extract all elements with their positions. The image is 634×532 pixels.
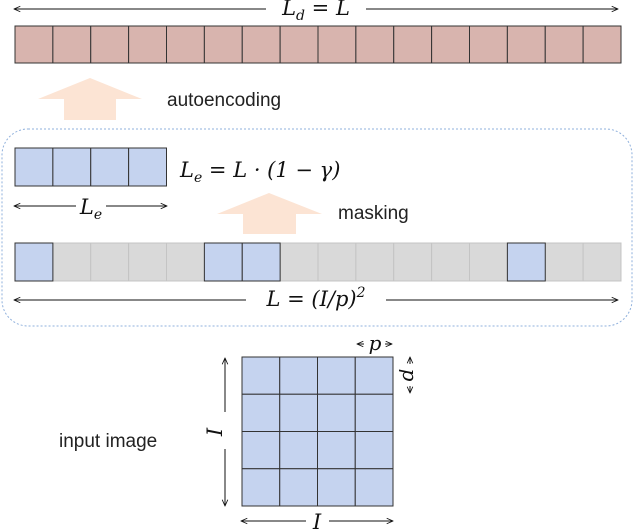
image-patch <box>354 431 394 470</box>
input-length-dimension: L = (I/p)2 <box>14 285 618 311</box>
image-size-dimension-horizontal: I <box>241 510 393 532</box>
up-arrow-icon <box>38 78 142 120</box>
autoencoding-label: autoencoding <box>167 90 281 111</box>
input-length-label: L = (I/p)2 <box>265 285 365 311</box>
visible-patch <box>203 242 243 282</box>
decoded-patch <box>279 25 319 64</box>
decoded-patch <box>90 25 130 64</box>
up-arrow-icon <box>217 193 322 234</box>
input-image-grid <box>241 356 394 507</box>
image-patch <box>241 393 281 432</box>
masked-patch <box>52 242 92 282</box>
masking-label: masking <box>338 203 409 224</box>
masked-patch <box>393 242 433 282</box>
decoded-patch <box>393 25 433 64</box>
decoded-patch <box>166 25 205 64</box>
visible-patch <box>506 242 546 282</box>
encoder-region <box>1 128 633 327</box>
input-image-label: input image <box>59 431 157 452</box>
decoded-patch <box>431 25 470 64</box>
image-patch <box>241 468 281 507</box>
image-size-dimension-vertical: I <box>203 358 227 506</box>
decoded-patch <box>469 25 508 64</box>
visible-formula: Le = L · (1 − γ) <box>179 158 340 186</box>
decoded-patch-row <box>14 25 622 64</box>
image-patch <box>279 356 318 395</box>
decoded-length-dimension: Ld = L <box>14 0 618 24</box>
decoded-patch <box>582 25 622 64</box>
image-patch <box>279 393 318 432</box>
patch-size-dimension-horizontal: p <box>357 331 392 355</box>
masked-patch <box>544 242 584 282</box>
masked-patch <box>469 242 508 282</box>
decoded-patch <box>317 25 357 64</box>
visible-patch <box>128 147 167 187</box>
masked-patch <box>355 242 395 282</box>
masked-patch <box>279 242 319 282</box>
visible-patch <box>52 147 92 187</box>
visible-patch <box>14 147 54 187</box>
decoded-patch <box>544 25 584 64</box>
visible-length-label: Le <box>79 195 102 223</box>
decoded-patch <box>203 25 243 64</box>
image-patch <box>241 356 281 395</box>
image-patch <box>279 431 318 470</box>
masked-patch <box>431 242 470 282</box>
image-patch <box>354 356 394 395</box>
image-patch <box>354 393 394 432</box>
image-size-label-vertical: I <box>203 427 227 437</box>
image-patch <box>317 468 356 507</box>
decoded-patch <box>506 25 546 64</box>
visible-patch <box>90 147 130 187</box>
image-size-label: I <box>312 510 322 532</box>
decoded-patch <box>241 25 281 64</box>
patch-size-dimension-vertical: p <box>398 357 422 393</box>
masked-patch <box>582 242 622 282</box>
visible-length-dimension: Le <box>14 195 167 223</box>
masked-patch <box>166 242 205 282</box>
image-patch <box>317 393 356 432</box>
image-patch <box>241 431 281 470</box>
image-patch <box>317 356 356 395</box>
masked-patch <box>90 242 130 282</box>
decoded-patch <box>14 25 54 64</box>
decoded-patch <box>355 25 395 64</box>
masked-patch <box>128 242 167 282</box>
masked-patch <box>317 242 357 282</box>
visible-patch-row <box>14 147 167 187</box>
patch-size-label-vertical: p <box>398 369 422 382</box>
patch-size-label: p <box>369 331 382 355</box>
image-patch <box>317 431 356 470</box>
image-patch <box>279 468 318 507</box>
decoded-patch <box>128 25 167 64</box>
visible-patch <box>241 242 281 282</box>
decoded-patch <box>52 25 92 64</box>
visible-patch <box>14 242 54 282</box>
input-patch-row <box>14 242 622 282</box>
decoded-length-label: Ld = L <box>281 0 350 24</box>
image-patch <box>354 468 394 507</box>
